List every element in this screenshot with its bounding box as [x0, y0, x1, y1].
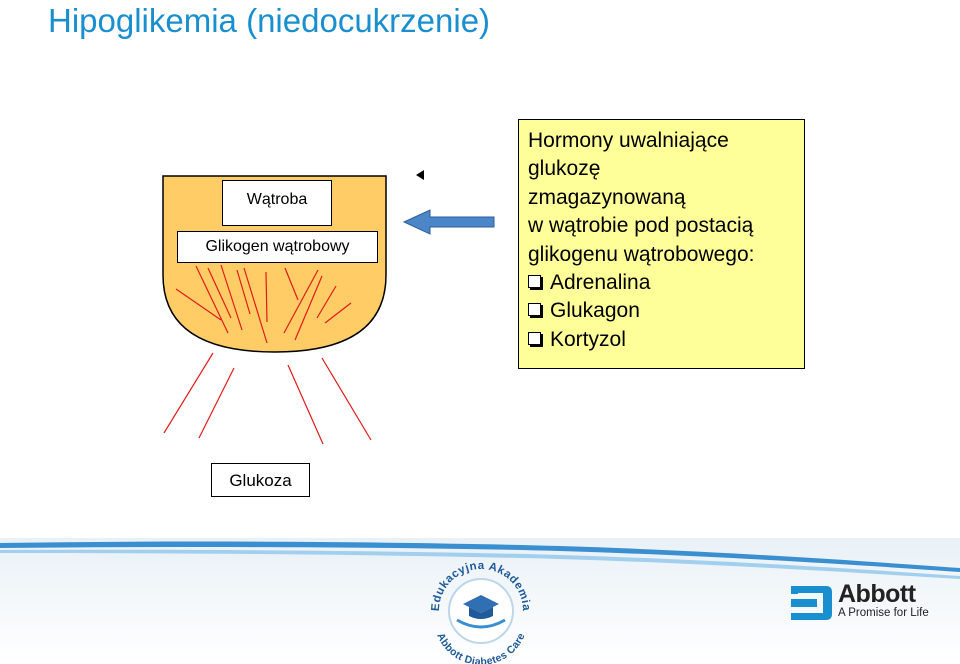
footer-wave: [0, 541, 960, 572]
arrow-left-icon: [402, 209, 495, 235]
glycogen-label-text: Glikogen wątrobowy: [205, 238, 350, 255]
hormone-item: Adrenalina: [528, 269, 796, 297]
liver-label-text: Wątroba: [246, 191, 308, 208]
hormones-line: glukozę: [528, 157, 601, 181]
glucose-label-text: Glukoza: [229, 471, 292, 490]
abbott-brand: Abbott: [838, 580, 916, 608]
footer-band: Edukacyjna Akademia Abbott Diabetes Care: [0, 538, 960, 664]
glucose-label: Glukoza: [211, 463, 310, 497]
hormones-box: Hormony uwalniające glukozę zmagazynowan…: [518, 119, 805, 369]
hormone-item-label: Adrenalina: [550, 271, 651, 295]
abbott-logo-icon: [791, 586, 832, 620]
liver-label: Wątroba: [222, 180, 332, 226]
pointer-icon: [416, 170, 424, 180]
glycogen-release-lines: [175, 264, 352, 344]
hormones-line: glikogenu wątrobowego:: [528, 242, 755, 266]
hormones-line: Hormony uwalniające: [528, 129, 729, 152]
hormones-line: zmagazynowaną: [528, 185, 686, 209]
abbott-tagline: A Promise for Life: [838, 607, 929, 619]
checkbox-icon: [528, 275, 541, 289]
hormone-item: Kortyzol: [528, 326, 796, 354]
hormones-line: w wątrobie pod postacią: [528, 214, 754, 238]
hormone-item: Glukagon: [528, 297, 796, 325]
hormone-item-label: Kortyzol: [550, 327, 626, 351]
glycogen-label: Glikogen wątrobowy: [177, 231, 378, 263]
hormone-item-label: Glukagon: [550, 299, 640, 323]
checkbox-icon: [528, 303, 541, 317]
glucose-release-lines: [163, 352, 372, 445]
checkbox-icon: [528, 331, 541, 345]
page-title: Hipoglikemia (niedocukrzenie): [48, 2, 491, 39]
